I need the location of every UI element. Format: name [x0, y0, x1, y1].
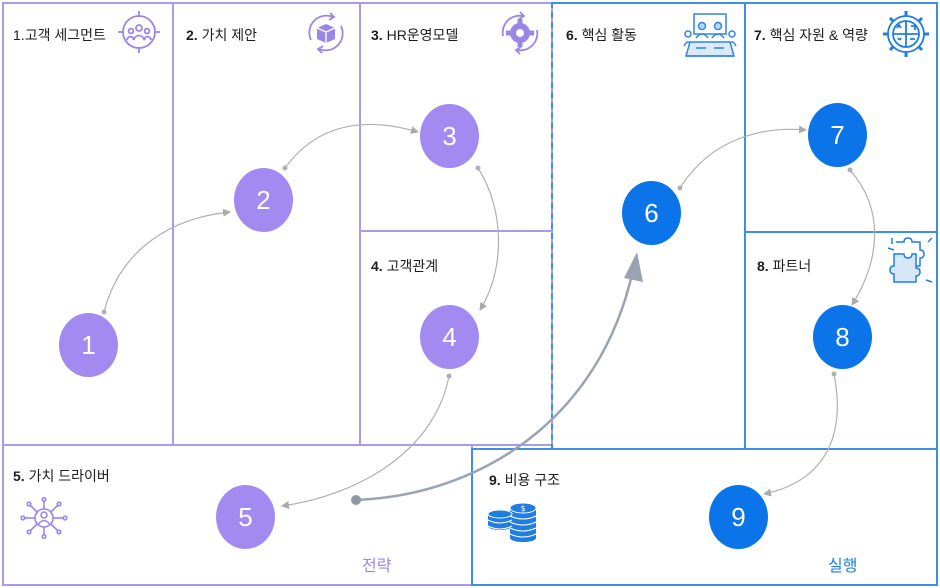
label-s2-num: 2. [186, 27, 198, 43]
arrow-1-to-2 [103, 208, 231, 313]
label-s2-title: 가치 제안 [197, 27, 257, 43]
arrow-5-to-6 [355, 269, 635, 502]
label-s4-title: 고객관계 [382, 258, 439, 274]
label-s6: 6. 핵심 활동 [566, 25, 637, 45]
node-3: 3 [420, 104, 479, 168]
label-s1: 1.고객 세그먼트 [13, 25, 106, 45]
label-s9-title: 비용 구조 [500, 472, 560, 488]
label-s1-num: 1. [13, 27, 25, 43]
label-s1-title: 고객 세그먼트 [24, 27, 106, 43]
node-6: 6 [622, 181, 681, 245]
label-s9: 9. 비용 구조 [489, 470, 560, 490]
label-s3-num: 3. [371, 27, 383, 43]
svg-text:$: $ [520, 504, 525, 513]
label-s3: 3. HR운영모델 [371, 25, 458, 45]
label-s8-num: 8. [757, 258, 769, 274]
arrow-8-to-9 [763, 373, 838, 497]
box-cycle-icon [308, 12, 344, 54]
label-s5: 5. 가치 드라이버 [13, 466, 110, 486]
node-8: 8 [813, 305, 872, 369]
section-cost-structure [471, 448, 938, 586]
arrow-6-to-7 [679, 125, 807, 189]
arrow-2-to-3 [284, 123, 419, 169]
node-5: 5 [216, 485, 275, 549]
label-s8-title: 파트너 [768, 258, 812, 274]
label-s7-title: 핵심 자원 & 역량 [765, 27, 868, 43]
gear-cycle-icon [501, 11, 539, 55]
arrow-3-to-4 [477, 167, 500, 311]
region-strategy: 전략 [362, 558, 392, 575]
puzzle-icon [887, 237, 933, 283]
label-s7-num: 7. [754, 27, 766, 43]
label-s6-num: 6. [566, 27, 578, 43]
label-s8: 8. 파트너 [757, 256, 811, 276]
coins-icon: $ [487, 502, 537, 542]
label-s2: 2. 가치 제안 [186, 25, 257, 45]
people-target-icon [118, 11, 160, 53]
node-4: 4 [420, 305, 479, 369]
arrow-7-to-8 [849, 169, 876, 306]
person-network-icon [20, 496, 68, 540]
label-s4-num: 4. [371, 258, 383, 274]
node-9: 9 [709, 485, 768, 549]
label-s6-title: 핵심 활동 [577, 27, 637, 43]
arrow-4-to-5 [281, 375, 450, 509]
label-s3-title: HR운영모델 [382, 27, 459, 43]
label-s9-num: 9. [489, 472, 501, 488]
node-2: 2 [234, 168, 293, 232]
gear-quadrant-icon [883, 11, 929, 57]
label-s5-num: 5. [13, 468, 25, 484]
label-s7: 7. 핵심 자원 & 역량 [754, 25, 868, 45]
meeting-icon [683, 13, 737, 57]
label-s5-title: 가치 드라이버 [24, 468, 110, 484]
label-s4: 4. 고객관계 [371, 256, 438, 276]
node-1: 1 [59, 313, 118, 377]
region-execution: 실행 [828, 558, 858, 575]
node-7: 7 [808, 103, 867, 167]
